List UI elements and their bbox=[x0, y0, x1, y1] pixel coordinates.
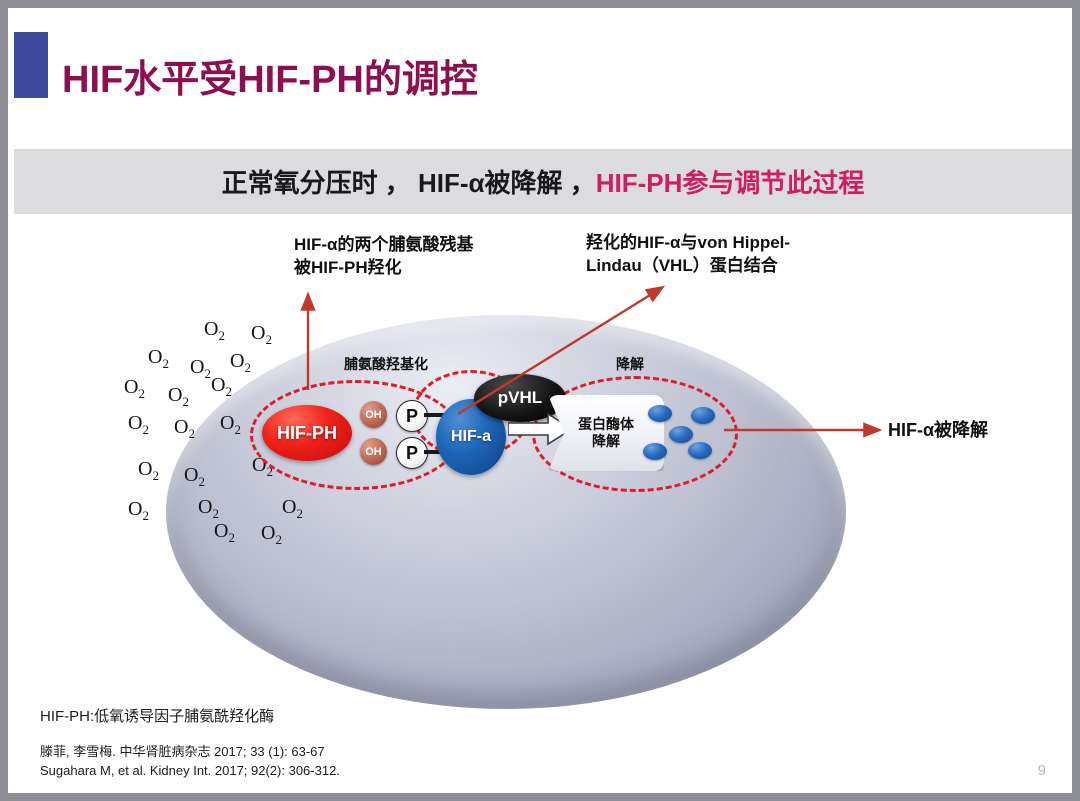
title-accent-square bbox=[14, 32, 48, 98]
callout-vhl-binding-line1: 羟化的HIF-α与von Hippel- bbox=[586, 233, 791, 252]
callout-vhl-binding: 羟化的HIF-α与von Hippel- Lindau（VHL）蛋白结合 bbox=[586, 232, 790, 278]
oxygen-molecule: O2 bbox=[148, 346, 169, 371]
oxygen-molecule: O2 bbox=[261, 522, 282, 547]
node-hif-ph-label: HIF-PH bbox=[277, 422, 337, 443]
label-degradation: 降解 bbox=[616, 356, 644, 372]
degradation-fragment bbox=[669, 426, 693, 443]
node-oh-1-label: OH bbox=[365, 408, 382, 421]
footnote-abbreviation: HIF-PH:低氧诱导因子脯氨酰羟化酶 bbox=[40, 708, 275, 725]
node-phosphate-2-label: P bbox=[405, 443, 418, 463]
reference-list: 滕菲, 李雪梅. 中华肾脏病杂志 2017; 33 (1): 63-67 Sug… bbox=[40, 743, 340, 781]
node-hif-alpha-label: HIF-a bbox=[451, 428, 491, 445]
degradation-fragment bbox=[643, 443, 667, 460]
oxygen-molecule: O2 bbox=[128, 412, 149, 437]
node-oh-2: OH bbox=[360, 438, 387, 465]
oxygen-molecule: O2 bbox=[198, 496, 219, 521]
callout-hydroxylation: HIF-α的两个脯氨酸残基 被HIF-PH羟化 bbox=[294, 234, 474, 280]
node-phosphate-2: P bbox=[396, 437, 428, 469]
node-oh-2-label: OH bbox=[365, 445, 382, 458]
reference-item-2: Sugahara M, et al. Kidney Int. 2017; 92(… bbox=[40, 762, 340, 778]
oxygen-molecule: O2 bbox=[220, 412, 241, 437]
connector-bar-2 bbox=[424, 450, 444, 454]
callout-vhl-binding-line2: Lindau（VHL）蛋白结合 bbox=[586, 255, 778, 275]
connector-bar-1 bbox=[424, 413, 444, 417]
oxygen-molecule: O2 bbox=[174, 416, 195, 441]
callout-hydroxylation-line1: HIF-α的两个脯氨酸残基 bbox=[294, 235, 474, 254]
node-proteasome-label-line1: 蛋白酶体 bbox=[578, 415, 634, 432]
node-proteasome: 蛋白酶体 降解 bbox=[548, 395, 664, 471]
oxygen-molecule: O2 bbox=[230, 350, 251, 375]
slide-canvas: HIF水平受HIF-PH的调控 正常氧分压时 ， HIF-α被降解 ， HIF-… bbox=[8, 8, 1072, 793]
oxygen-molecule: O2 bbox=[251, 322, 272, 347]
subtitle-text-black: 正常氧分压时 ， HIF-α被降解 ， bbox=[221, 168, 596, 198]
oxygen-molecule: O2 bbox=[282, 496, 303, 521]
oxygen-molecule: O2 bbox=[211, 374, 232, 399]
label-proline-hydroxylation: 脯氨酸羟基化 bbox=[344, 356, 428, 372]
oxygen-molecule: O2 bbox=[124, 376, 145, 401]
degradation-fragment bbox=[688, 442, 712, 459]
subtitle-band: 正常氧分压时 ， HIF-α被降解 ， HIF-PH参与调节此过程 bbox=[14, 149, 1072, 214]
callout-hydroxylation-line2: 被HIF-PH羟化 bbox=[294, 257, 402, 277]
oxygen-molecule: O2 bbox=[190, 356, 211, 381]
node-pvhl-label: pVHL bbox=[497, 388, 543, 407]
process-arrow-icon bbox=[508, 412, 574, 446]
reference-item-1: 滕菲, 李雪梅. 中华肾脏病杂志 2017; 33 (1): 63-67 bbox=[40, 744, 325, 759]
subtitle-text-highlight: HIF-PH参与调节此过程 bbox=[595, 168, 865, 198]
node-hif-ph: HIF-PH bbox=[262, 405, 352, 461]
oxygen-molecule: O2 bbox=[128, 498, 149, 523]
degradation-fragment bbox=[648, 405, 672, 422]
oxygen-molecule: O2 bbox=[204, 318, 225, 343]
node-proteasome-label-line2: 降解 bbox=[592, 433, 620, 449]
node-phosphate-1: P bbox=[396, 400, 428, 432]
oxygen-molecule: O2 bbox=[138, 458, 159, 483]
page-number: 9 bbox=[1037, 762, 1046, 779]
degradation-fragment bbox=[691, 407, 715, 424]
node-phosphate-1-label: P bbox=[405, 406, 418, 426]
node-oh-1: OH bbox=[360, 401, 387, 428]
oxygen-molecule: O2 bbox=[214, 520, 235, 545]
oxygen-molecule: O2 bbox=[184, 464, 205, 489]
callout-hif-degraded: HIF-α被降解 bbox=[888, 420, 989, 440]
page-title: HIF水平受HIF-PH的调控 bbox=[62, 59, 478, 101]
oxygen-molecule: O2 bbox=[168, 384, 189, 409]
